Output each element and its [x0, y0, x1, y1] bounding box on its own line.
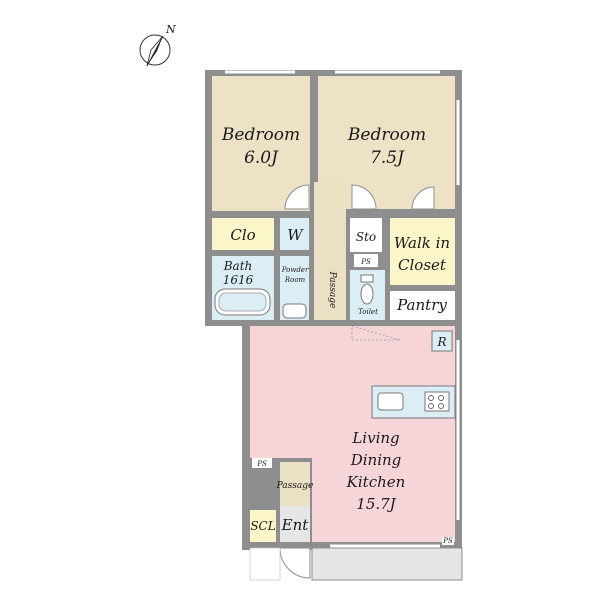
windows [225, 70, 460, 548]
washer-label: W [287, 226, 304, 244]
ps-right-label: PS [442, 537, 453, 545]
door-swing-bedroom-1 [284, 184, 310, 210]
washbasin-icon [282, 303, 307, 319]
compass-ring [139, 34, 171, 66]
sink-icon [377, 392, 404, 411]
bedroom-1-name: Bedroom [221, 125, 300, 145]
toilet-icon [360, 283, 374, 305]
bathtub-basin [218, 292, 267, 312]
ps-lower-label: PS [256, 460, 267, 468]
ldk-label-3: Kitchen [346, 473, 406, 491]
ldk-size: 15.7J [356, 495, 396, 513]
ldk-label-2: Dining [350, 451, 402, 469]
toilet-tank [360, 274, 374, 283]
passage-upper-label: Passage [327, 271, 337, 309]
powder-room-label-1: Powder [281, 266, 309, 274]
bedroom-1 [212, 76, 310, 211]
entrance [280, 506, 310, 542]
ldk-label-1: Living [351, 429, 399, 447]
ldk-lower [312, 420, 455, 542]
washer-space [280, 218, 309, 250]
pantry-label: Pantry [396, 296, 447, 314]
walk-in-label-1: Walk in [394, 234, 450, 252]
compass-arrow-half [146, 35, 164, 67]
burner-2 [438, 395, 444, 401]
door-swing-bedroom-2-left [351, 184, 377, 210]
walk-in-closet [390, 218, 455, 285]
compass-north-label: N [165, 23, 176, 36]
bath-size: 1616 [223, 273, 254, 287]
bedroom-2-size: 7.5J [370, 148, 405, 168]
bedroom-1-size: 6.0J [244, 148, 279, 168]
stove-icon [424, 391, 450, 412]
passage-lower-label: Passage [276, 481, 314, 491]
ps-label: PS [360, 258, 371, 266]
powder-room-label-2: Room [284, 276, 306, 284]
passage-lower [280, 462, 310, 506]
door-swing-entrance [279, 547, 311, 579]
closet-label: Clo [230, 226, 255, 244]
walk-in-label-2: Closet [398, 256, 447, 274]
balcony [311, 547, 463, 581]
scl-label: SCL [250, 519, 275, 533]
bath-label: Bath [223, 259, 253, 273]
closet [212, 218, 274, 250]
door-swing-ldk [351, 325, 401, 341]
pantry [390, 291, 455, 320]
fridge-label: R [436, 335, 446, 349]
pipe-space-lower [252, 458, 272, 468]
entrance-label: Ent [281, 516, 310, 534]
burner-4 [438, 403, 444, 409]
porch [249, 547, 281, 581]
door-swing-bedroom-2-right [411, 186, 435, 210]
compass: N [139, 23, 176, 67]
bedroom-2-name: Bedroom [347, 125, 426, 145]
pipe-space [354, 254, 378, 267]
toilet-label: Toilet [358, 308, 378, 316]
ldk-left [250, 420, 320, 456]
pipe-space-right [442, 537, 454, 545]
passage-upper [314, 182, 346, 320]
burner-3 [428, 403, 434, 409]
storage [350, 218, 382, 252]
storage-label: Sto [356, 230, 376, 244]
shoe-closet [250, 510, 276, 542]
fridge [431, 330, 453, 352]
burner-1 [428, 395, 434, 401]
